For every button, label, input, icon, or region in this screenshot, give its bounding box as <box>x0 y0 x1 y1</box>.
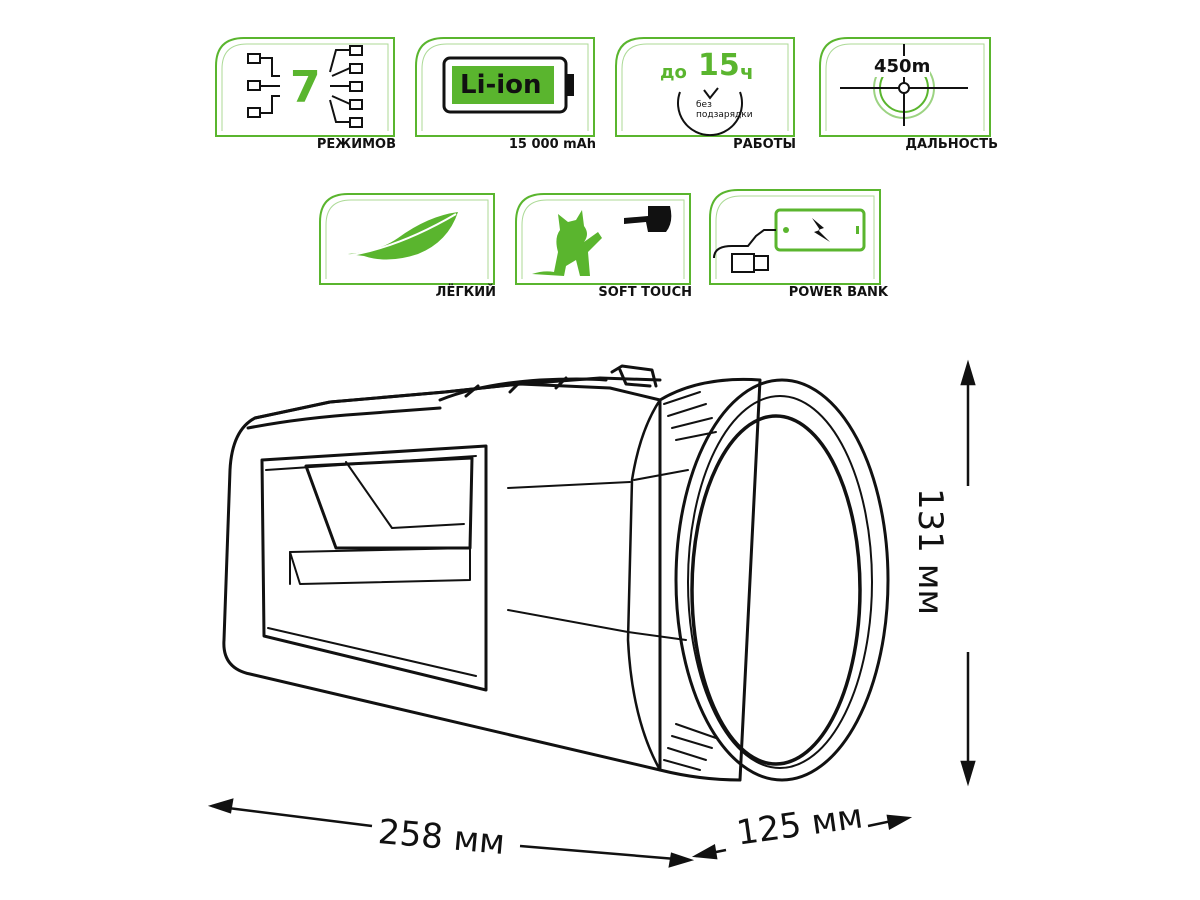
modes-tree-icon <box>247 45 363 128</box>
runtime-note-line1: без <box>696 100 712 110</box>
front-bezel-inner <box>687 395 873 769</box>
modes-number: 7 <box>290 62 321 113</box>
runtime-prefix: до <box>660 62 687 83</box>
collar <box>658 377 762 782</box>
range-caption: ДАЛЬНОСТЬ <box>901 137 1002 152</box>
front-bezel-outer <box>674 378 890 782</box>
kitten-icon <box>532 210 602 276</box>
feature-card-light: ЛЁГКИЙ <box>318 192 500 300</box>
finger-icon <box>624 206 672 232</box>
card-frame <box>819 37 991 137</box>
runtime-note-line2: подзарядки <box>696 110 753 120</box>
top-grip <box>610 364 658 388</box>
length-arrow-left <box>211 804 373 828</box>
card-frame <box>415 37 595 137</box>
battery-icon <box>442 56 574 114</box>
length-arrow-right <box>519 844 689 862</box>
runtime-unit: ч <box>740 60 754 84</box>
runtime-hours: 15 <box>698 48 740 83</box>
power-bank-caption: POWER BANK <box>784 285 892 300</box>
lens <box>690 414 862 766</box>
feature-card-runtime: до 15 ч без подзарядки РАБОТЫ <box>614 36 800 152</box>
feature-card-power-bank: POWER BANK <box>708 188 892 300</box>
feather-icon <box>345 212 458 260</box>
range-distance: 450m <box>874 56 931 77</box>
side-handle <box>304 456 474 550</box>
height-label: 131 мм <box>910 488 950 616</box>
battery-chemistry: Li-ion <box>460 70 542 100</box>
card-frame <box>709 189 881 285</box>
side-handle-frame <box>260 444 488 692</box>
card-frame <box>319 193 495 285</box>
button-strip <box>438 377 608 402</box>
feature-card-modes: 7 РЕЖИМОВ <box>214 36 400 152</box>
clock-icon <box>677 87 743 136</box>
modes-caption: РЕЖИМОВ <box>312 137 400 152</box>
card-frame <box>215 37 395 137</box>
card-frame <box>615 37 795 137</box>
feature-card-range: 450m ДАЛЬНОСТЬ <box>818 36 1002 152</box>
feature-card-battery: Li-ion 15 000 mAh <box>414 36 600 152</box>
soft-touch-caption: SOFT TOUCH <box>594 285 696 300</box>
card-frame <box>515 193 691 285</box>
lantern-body <box>222 382 662 772</box>
feature-card-soft-touch: SOFT TOUCH <box>514 192 696 300</box>
light-caption: ЛЁГКИЙ <box>431 285 500 300</box>
runtime-caption: РАБОТЫ <box>729 137 800 152</box>
phone-charging-icon <box>713 208 866 273</box>
battery-capacity: 15 000 mAh <box>504 137 600 152</box>
